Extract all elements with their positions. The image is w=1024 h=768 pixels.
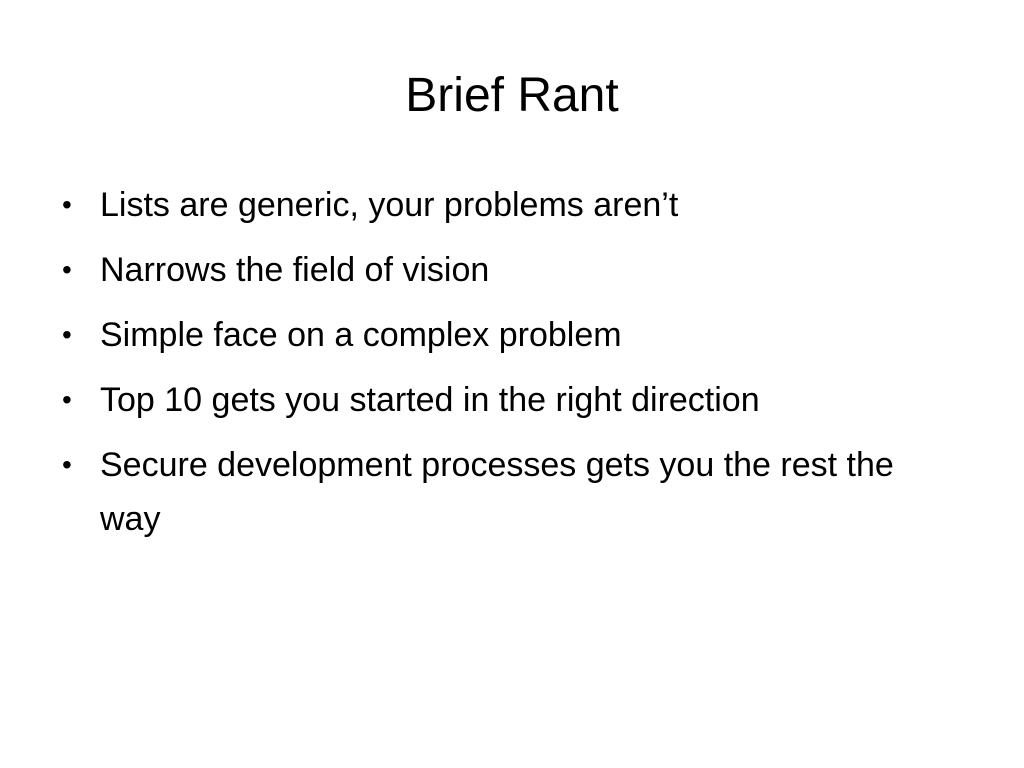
- bullet-text: Simple face on a complex problem: [100, 316, 622, 354]
- bullet-item: • Secure development processes gets you …: [56, 438, 956, 546]
- bullet-icon: •: [62, 189, 72, 220]
- bullet-icon: •: [62, 449, 72, 480]
- bullet-item: • Narrows the field of vision: [56, 243, 956, 297]
- bullet-text: Lists are generic, your problems aren’t: [100, 186, 679, 224]
- bullet-icon: •: [62, 319, 72, 350]
- bullet-item: • Top 10 gets you started in the right d…: [56, 373, 956, 427]
- bullet-list: • Lists are generic, your problems aren’…: [56, 178, 956, 557]
- bullet-text: Narrows the field of vision: [100, 251, 490, 289]
- bullet-text: Top 10 gets you started in the right dir…: [100, 381, 760, 419]
- bullet-icon: •: [62, 384, 72, 415]
- slide-title: Brief Rant: [405, 69, 619, 122]
- bullet-item: • Simple face on a complex problem: [56, 308, 956, 362]
- bullet-item: • Lists are generic, your problems aren’…: [56, 178, 956, 232]
- bullet-text: Secure development processes gets you th…: [100, 446, 894, 538]
- bullet-icon: •: [62, 254, 72, 285]
